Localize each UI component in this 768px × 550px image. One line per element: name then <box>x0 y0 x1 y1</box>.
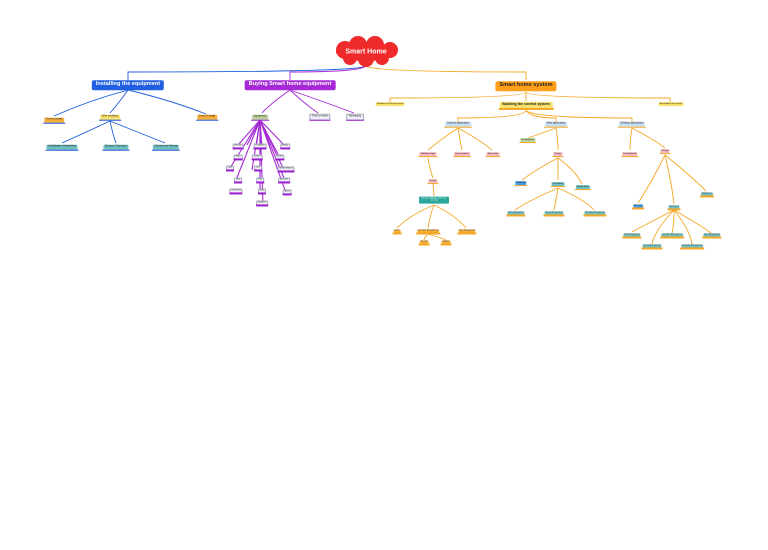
desktop-leaf[interactable]: Device Management <box>641 244 663 250</box>
android-child[interactable]: Basic login <box>485 152 501 158</box>
node-hardware-control-system[interactable]: Hardware of control system <box>375 102 405 106</box>
android-leaf[interactable]: Updates <box>440 240 452 246</box>
desktop-design[interactable]: Design <box>659 149 671 155</box>
desktop-leaf[interactable]: Controller Management <box>680 244 704 250</box>
web-child[interactable]: Controllers <box>550 182 566 188</box>
web-child[interactable]: Notifications <box>574 185 592 191</box>
node-time-to-install[interactable]: Time to install <box>43 117 65 124</box>
web-design[interactable]: Design <box>552 152 564 158</box>
desktop-child[interactable]: Dashboard <box>667 205 681 211</box>
desktop-leaf[interactable]: Controller Management <box>660 233 684 239</box>
node-time-to-arrive[interactable]: Time to arrive <box>309 113 332 121</box>
android-design[interactable]: Design <box>427 179 439 185</box>
android-child[interactable]: User interface <box>453 152 471 158</box>
node-android-application[interactable]: Android application <box>444 121 472 128</box>
node-building-control-system[interactable]: Building the control system <box>498 101 553 110</box>
node-person-3[interactable]: Mohammad Hamza <box>151 144 181 151</box>
web-development[interactable]: Development <box>519 138 537 144</box>
equipment-item[interactable]: Controllers <box>253 143 267 150</box>
equipment-item[interactable]: Lock <box>254 165 262 172</box>
equipment-item[interactable]: Door <box>234 177 242 184</box>
android-leaf[interactable]: Users <box>392 229 402 235</box>
web-leaf[interactable]: Data Management <box>506 211 527 217</box>
equipment-item[interactable]: Alarm <box>282 189 292 196</box>
equipment-item[interactable]: Plug <box>256 177 264 184</box>
node-packaging[interactable]: Packaging <box>346 113 364 121</box>
root-cloud-shape <box>336 36 398 67</box>
node-person-1[interactable]: Abdalhaleim Khashkhar <box>45 144 79 151</box>
equipment-item[interactable]: Camera <box>251 154 263 161</box>
node-time-of-install[interactable]: Time of install <box>196 114 218 121</box>
branch-installing-equipment[interactable]: Installing the equipment <box>91 80 165 90</box>
equipment-item[interactable]: Sensors <box>232 143 244 150</box>
root-title[interactable]: Smart Home <box>345 48 387 56</box>
node-web-application[interactable]: Web application <box>543 121 569 128</box>
web-leaf[interactable]: Device Management <box>543 211 565 217</box>
web-leaf[interactable]: Schedule Management <box>583 211 607 217</box>
node-equipment[interactable]: equipment <box>251 114 269 121</box>
desktop-child[interactable]: Accounts <box>632 204 644 210</box>
equipment-item[interactable]: Thermostat <box>229 188 244 195</box>
node-person-2[interactable]: Bassam Ghannam <box>102 144 130 151</box>
branch-buying-equipment[interactable]: Buying Smart home equipment <box>244 80 336 90</box>
equipment-item[interactable]: Hubs <box>257 188 267 195</box>
equipment-item[interactable]: Actuators <box>278 177 290 184</box>
desktop-development[interactable]: Development <box>621 152 639 158</box>
equipment-item[interactable]: Motor <box>233 154 243 161</box>
branch-smart-home-system[interactable]: Smart home system <box>495 81 557 91</box>
android-leaf[interactable]: Security <box>418 240 429 246</box>
equipment-item[interactable]: Smoke detector <box>277 166 295 173</box>
android-main-node[interactable]: Design Interface and user security <box>419 196 449 204</box>
desktop-child[interactable]: Notifications <box>699 192 715 198</box>
android-child[interactable]: Validation login <box>418 152 438 158</box>
equipment-item[interactable]: Switch <box>275 154 286 161</box>
desktop-leaf[interactable]: User Management <box>622 233 643 239</box>
equipment-item[interactable]: Relays <box>280 143 290 150</box>
android-leaf[interactable]: Data Management <box>457 229 478 235</box>
node-assembling-system[interactable]: Assembling the system <box>658 102 684 106</box>
desktop-leaf[interactable]: Data Management <box>702 233 723 239</box>
equipment-item[interactable]: Light <box>226 165 234 172</box>
node-desktop-application[interactable]: Desktop application <box>617 121 647 128</box>
web-child[interactable]: Welcome <box>514 181 529 187</box>
android-leaf[interactable]: Controller Management <box>416 229 440 235</box>
node-wire-installing[interactable]: Wire installing <box>99 114 121 121</box>
equipment-item[interactable]: Speakers <box>256 200 268 207</box>
